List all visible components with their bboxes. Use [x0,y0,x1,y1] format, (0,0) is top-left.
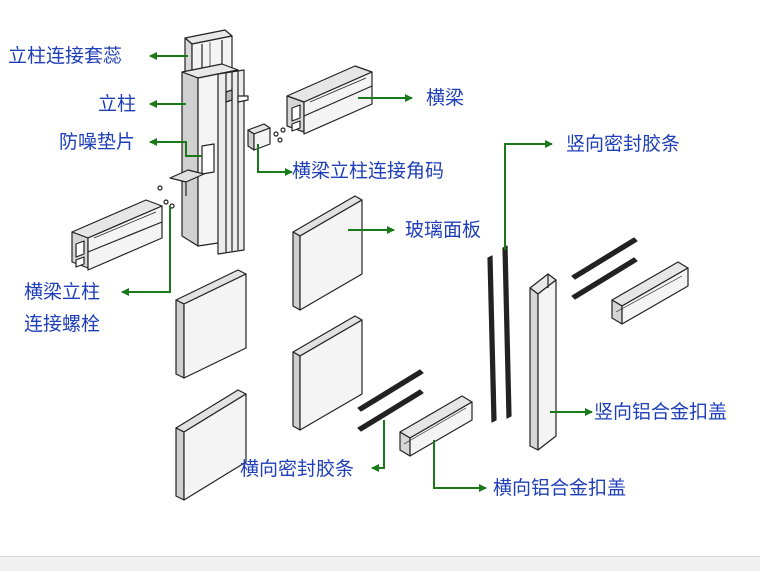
label-vertical-cover: 竖向铝合金扣盖 [594,401,728,423]
right-horizontal-cover [611,261,689,325]
label-glass-panel: 玻璃面板 [405,219,482,241]
vertical-gaskets [487,245,512,423]
label-vertical-gasket: 竖向密封胶条 [566,133,681,155]
top-transom [286,65,373,135]
corner-bracket [247,123,286,151]
label-mullion: 立柱 [98,93,137,115]
label-mullion-sleeve: 立柱连接套蕊 [8,45,123,67]
label-bolt-line1: 横梁立柱 [24,281,101,303]
center-glass-panels [292,195,363,431]
vertical-cover [529,273,557,451]
right-gaskets [571,237,638,300]
label-horizontal-gasket: 横向密封胶条 [240,458,355,480]
bottom-band [0,556,760,571]
label-horizontal-cover: 横向铝合金扣盖 [493,477,627,499]
horizontal-cover [399,395,473,457]
mullion [169,29,249,255]
horizontal-gaskets [357,369,424,432]
label-bolt-line2: 连接螺栓 [24,313,101,335]
leader-lines [121,52,593,492]
left-glass-panels [175,269,247,501]
label-transom: 横梁 [426,87,465,109]
left-transom [71,185,175,271]
label-noise-pad: 防噪垫片 [59,131,136,153]
label-corner-bracket: 横梁立柱连接角码 [292,160,445,182]
noise-pad-shape [201,143,215,175]
